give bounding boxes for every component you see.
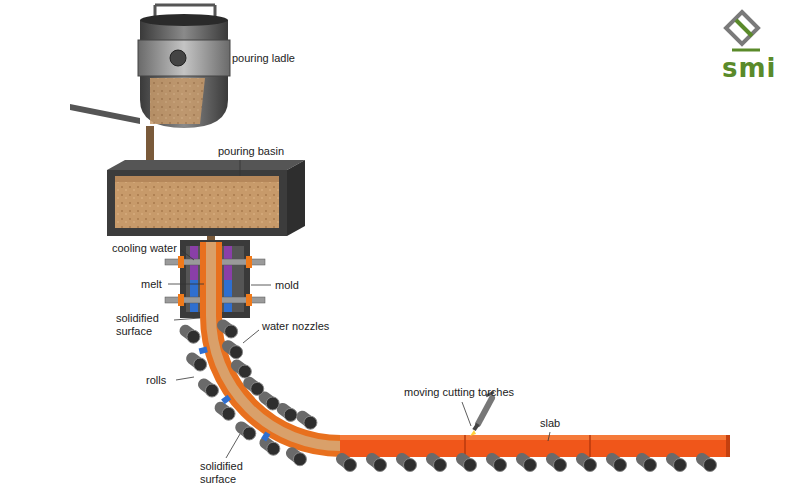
roll-drawing [267,442,280,455]
steel-strand [211,242,352,446]
pouring-ladle-drawing [140,14,228,26]
roll-drawing [194,358,207,371]
slab-drawing [465,435,590,457]
mold-drawing [224,280,232,312]
slab-drawing [726,435,730,457]
roll-drawing [243,427,256,440]
roll-drawing [524,459,537,472]
roll-drawing [293,453,306,466]
logo-mark [732,49,760,52]
roll-drawing [222,407,235,420]
roll-drawing [554,459,567,472]
part-label: moving cutting torches [404,386,514,399]
roll-drawing [230,346,243,359]
part-label: pouring ladle [232,52,295,65]
leader-line [174,318,200,320]
roll-drawing [266,397,279,410]
roll-drawing [344,459,357,472]
pouring-basin-drawing [107,160,305,170]
roll-drawing [584,459,597,472]
roll-drawing [225,325,238,338]
slab-drawing [340,435,730,440]
roll-drawing [199,349,207,351]
roll-drawing [434,459,447,472]
steel-strand [211,242,352,446]
leader-line [251,285,271,286]
cooling-water-pipes [178,294,184,306]
pouring-ladle-drawing [70,104,140,124]
cutting-torch-drawing [474,424,478,430]
roll-drawing [284,408,297,421]
pouring-basin-drawing [115,176,279,182]
leader-line [462,402,471,426]
part-label: solidified surface [116,312,172,338]
cutting-torch-drawing [478,398,492,424]
cooling-water-pipes [246,256,252,268]
roll-drawing [264,433,268,440]
part-label: slab [540,417,560,430]
logo-mark [726,12,758,44]
watermark: smi [722,54,776,82]
leader-line [168,284,204,285]
cutting-torch-drawing [470,392,494,436]
roll-drawing [644,459,657,472]
roll-drawing [187,330,200,343]
part-label: water nozzles [262,320,329,333]
roll-drawing [205,384,218,397]
roll-drawing [238,365,251,378]
leader-line [243,330,259,343]
roll-drawing [614,459,627,472]
cutting-torch-drawing [470,430,476,436]
part-label: mold [275,279,299,292]
roll-drawing [494,459,507,472]
roll-drawing [674,459,687,472]
pouring-basin-drawing [287,160,305,236]
pouring-basin-drawing [107,170,287,236]
steel-strand [211,242,352,446]
logo-mark [736,20,752,36]
leader-line [226,434,240,458]
part-label: cooling water [112,242,177,255]
leader-line [240,160,241,176]
roll-drawing [404,459,417,472]
part-label: pouring basin [218,145,284,158]
pouring-ladle-drawing [70,5,230,170]
pouring-basin-drawing [107,160,305,244]
leader-line [181,250,194,260]
roll-drawing [304,416,317,429]
roll-drawing [464,459,477,472]
pouring-basin-drawing [115,176,279,228]
roll-drawing [223,397,229,402]
mold-drawing [190,280,198,312]
pouring-ladle-drawing [138,40,230,76]
part-label: rolls [146,374,166,387]
part-label: solidified surface [200,460,256,486]
cooling-water-pipes [246,294,252,306]
logo-mark [726,12,760,50]
leader-line [548,432,550,441]
pouring-ladle-drawing [150,78,205,124]
part-label: melt [141,278,162,291]
cooling-water-pipes [178,256,184,268]
leader-line [168,160,550,458]
roll-drawing [251,382,264,395]
roll-drawing [185,325,716,472]
roll-drawing [704,459,717,472]
leader-line [176,377,194,380]
roll-drawing [374,459,387,472]
pouring-ladle-drawing [170,50,186,66]
